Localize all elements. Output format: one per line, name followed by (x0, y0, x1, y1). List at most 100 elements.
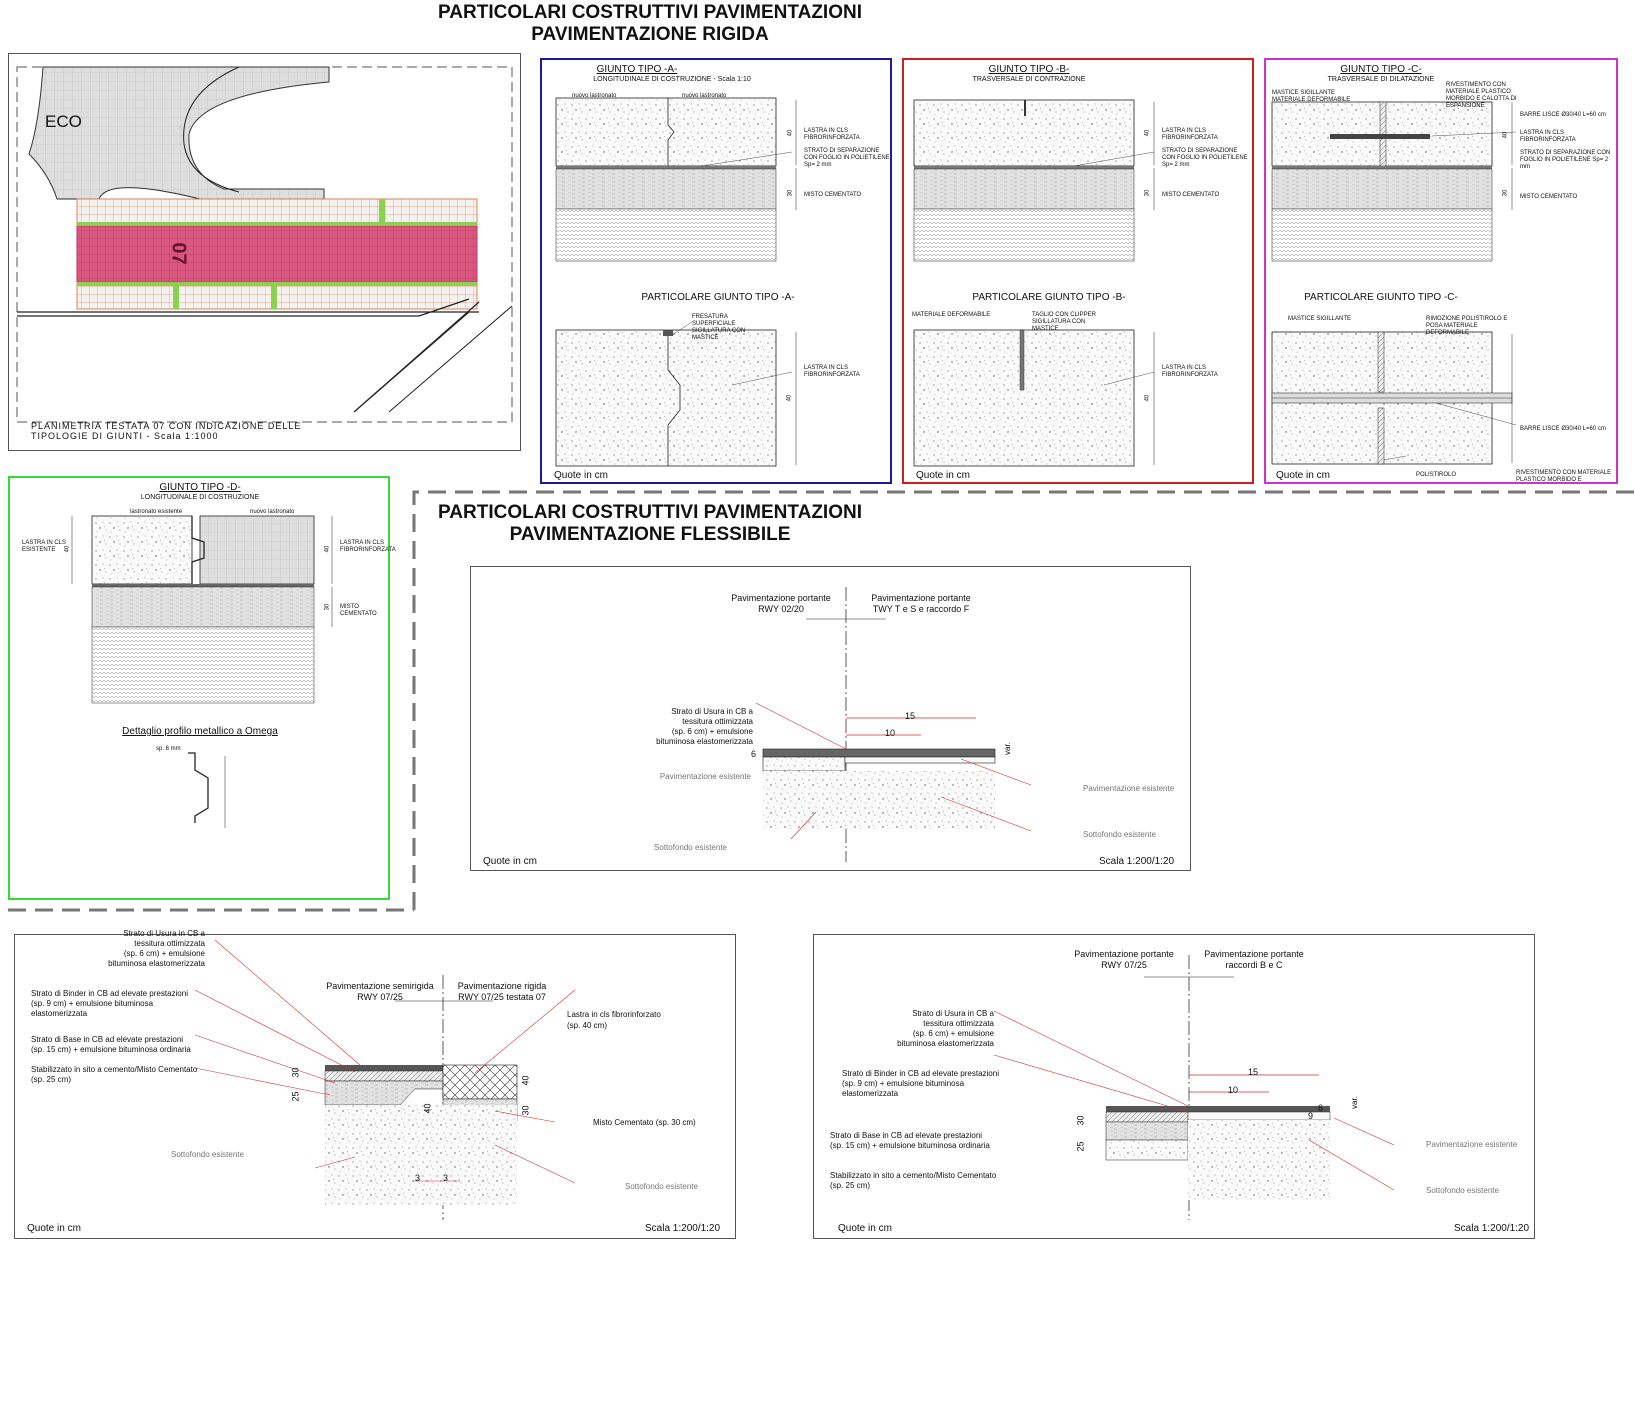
joint-a-subtitle: LONGITUDINALE DI COSTRUZIONE - Scala 1:1… (593, 76, 751, 83)
joint-a-title: GIUNTO TIPO -A- (596, 64, 678, 75)
joint-a-label-misto: MISTO CEMENTATO (804, 192, 862, 198)
joint-d-omega-title: Dettaglio profilo metallico a Omega (122, 726, 278, 737)
flex-main-sottofondo-right: Sottofondo esistente (1083, 830, 1156, 839)
flex-right-left-head: Pavimentazione portante RWY 07/25 (1074, 949, 1174, 970)
joint-c-label-misto: MISTO CEMENTATO (1520, 194, 1578, 200)
flex-left-dim-30b: 30 (520, 1105, 531, 1116)
flex-left-dim-40b: 40 (520, 1075, 531, 1086)
flex-right-base: Strato di Base in CB ad elevate prestazi… (830, 1131, 990, 1150)
joint-d-title: GIUNTO TIPO -D- (159, 482, 241, 493)
joint-b-drawing (913, 99, 1155, 467)
flex-left-sottofondo-right: Sottofondo esistente (625, 1182, 698, 1191)
flex-main-dim-10: 10 (885, 728, 896, 738)
joint-a-quote: Quote in cm (554, 470, 608, 481)
joint-a-detail-label-1: FRESATURA SUPERFICIALE SIGILLATURA CON M… (692, 314, 746, 341)
flex-main-dim-6: 6 (751, 749, 757, 759)
flex-left-sottofondo: Sottofondo esistente (171, 1150, 244, 1159)
joint-a-label-slab: LASTRA IN CLS FIBRORINFORZATA (804, 128, 860, 141)
joint-b-subtitle: TRASVERSALE DI CONTRAZIONE (972, 76, 1086, 83)
flex-right-pav-esist: Pavimentazione esistente (1426, 1140, 1518, 1149)
plan-caption-1: PLANIMETRIA TESTATA 07 CON INDICAZIONE D… (31, 421, 302, 431)
flex-right-quote: Quote in cm (838, 1223, 892, 1234)
flex-left-dim-25: 25 (290, 1091, 301, 1102)
joint-c-label-deform: MATERIALE DEFORMABILE (1272, 97, 1351, 103)
joint-a-dim-30: 30 (787, 189, 794, 197)
flex-left-dim-30: 30 (290, 1067, 301, 1078)
joint-c-detail-label-barre: BARRE LISCE Ø30/40 L=60 cm (1520, 426, 1606, 432)
joint-a-label-sep: STRATO DI SEPARAZIONE CON FOGLIO IN POLI… (804, 148, 890, 168)
joint-a-top-left: nuovo lastronato (572, 93, 617, 99)
joint-b-label-slab: LASTRA IN CLS FIBRORINFORZATA (1162, 128, 1218, 141)
flex-left-dim-40: 40 (422, 1103, 433, 1114)
joint-d-label-right: LASTRA IN CLS FIBRORINFORZATA (340, 540, 396, 553)
joint-a-top-right: nuovo lastronato (682, 93, 727, 99)
joint-b-label-misto: MISTO CEMENTATO (1162, 192, 1220, 198)
flex-left-dim-3a: 3 (415, 1173, 421, 1183)
flex-right-stabil: Stabilizzato in sito a cemento/Misto Cem… (830, 1171, 997, 1190)
flex-right-sottofondo: Sottofondo esistente (1426, 1186, 1499, 1195)
flex-left-frame: Strato di Usura in CB a tessitura ottimi… (14, 929, 736, 1239)
joint-d-dim-30: 30 (324, 603, 331, 611)
rigid-title-line1: PARTICOLARI COSTRUTTIVI PAVIMENTAZIONI (438, 2, 862, 23)
flex-right-dim-10: 10 (1228, 1085, 1239, 1095)
joint-d-top-right: nuovo lastronato (250, 509, 295, 515)
flex-right-scale: Scala 1:200/1:20 (1454, 1223, 1530, 1234)
joint-a-frame: GIUNTO TIPO -A- LONGITUDINALE DI COSTRUZ… (540, 58, 892, 484)
joint-d-label-left: LASTRA IN CLS ESISTENTE (22, 540, 67, 553)
joint-c-drawing (1271, 101, 1517, 465)
flex-main-drawing (755, 587, 1032, 862)
flex-right-dim-var: var. (1349, 1096, 1359, 1109)
flex-right-dim-6: 6 (1318, 1103, 1324, 1113)
plan-caption-2: TIPOLOGIE DI GIUNTI - Scala 1:1000 (31, 431, 219, 441)
flex-right-dim-9: 9 (1308, 1111, 1314, 1121)
joint-c-dim-40: 40 (1502, 131, 1509, 139)
rigid-title-line2: PAVIMENTAZIONE RIGIDA (531, 24, 769, 45)
joint-c-detail-title: PARTICOLARE GIUNTO TIPO -C- (1304, 292, 1458, 303)
flex-main-pav-esist-left: Pavimentazione esistente (659, 772, 751, 781)
flex-left-dim-3b: 3 (443, 1173, 449, 1183)
flex-main-quote: Quote in cm (483, 856, 537, 867)
joint-d-omega-sp: sp. 6 mm (156, 746, 181, 752)
joint-c-detail-label-rivest: RIVESTIMENTO CON MATERIALE PLASTICO MORB… (1516, 470, 1612, 483)
joint-d-drawing (71, 515, 333, 828)
joint-c-label-barre: BARRE LISCE Ø30/40 L=60 cm (1520, 112, 1606, 118)
joint-a-dim-40: 40 (787, 129, 794, 137)
joint-b-dim-30: 30 (1144, 189, 1151, 197)
joint-b-dim-40: 40 (1144, 129, 1151, 137)
flex-left-misto: Misto Cementato (sp. 30 cm) (593, 1118, 696, 1127)
flex-left-base: Strato di Base in CB ad elevate prestazi… (31, 1035, 191, 1054)
joint-b-label-sep: STRATO DI SEPARAZIONE CON FOGLIO IN POLI… (1162, 148, 1248, 168)
joint-b-title: GIUNTO TIPO -B- (988, 64, 1070, 75)
flex-left-drawing (194, 939, 576, 1220)
flex-main-pav-esist-right: Pavimentazione esistente (1083, 784, 1175, 793)
flex-left-usura: Strato di Usura in CB a tessitura ottimi… (108, 929, 205, 968)
joint-c-frame: GIUNTO TIPO -C- TRASVERSALE DI DILATAZIO… (1264, 58, 1618, 484)
flex-right-dim-15: 15 (1248, 1067, 1259, 1077)
joint-c-label-rivest: RIVESTIMENTO CON MATERIALE PLASTICO MORB… (1446, 82, 1517, 109)
plan-view-frame: ECO 07 PLANIMETRIA TESTATA 07 CON INDICA… (8, 53, 521, 451)
joint-d-top-left: lastronato esistente (130, 509, 183, 515)
flex-left-lastra: Lastra in cls fibrorinforzato (sp. 40 cm… (567, 1010, 661, 1030)
joint-b-detail-label-0: MATERIALE DEFORMABILE (912, 312, 991, 318)
plan-drawing (16, 66, 513, 423)
joint-b-detail-label-1: TAGLIO CON CLIPPER SIGILLATURA CON MASTI… (1032, 312, 1096, 332)
flex-main-left-head: Pavimentazione portante RWY 02/20 (731, 593, 831, 614)
flex-main-dim-15: 15 (905, 711, 916, 721)
runway-designator: 07 (167, 242, 190, 265)
joint-a-drawing (555, 97, 797, 467)
joint-c-label-mastice: MASTICE SIGILLANTE (1272, 90, 1336, 96)
flex-main-sottofondo-left: Sottofondo esistente (654, 843, 727, 852)
flex-left-binder: Strato di Binder in CB ad elevate presta… (31, 989, 188, 1018)
flex-right-drawing (993, 955, 1395, 1220)
joint-c-title: GIUNTO TIPO -C- (1340, 64, 1422, 75)
flex-left-left-head: Pavimentazione semirigida RWY 07/25 (326, 981, 434, 1002)
flex-left-right-head: Pavimentazione rigida RWY 07/25 testata … (457, 981, 547, 1002)
joint-b-detail-label-2: LASTRA IN CLS FIBRORINFORZATA (1162, 365, 1218, 378)
flex-right-right-head: Pavimentazione portante raccordi B e C (1204, 949, 1304, 970)
joint-c-subtitle: TRASVERSALE DI DILATAZIONE (1327, 76, 1435, 83)
flex-main-frame: Pavimentazione portante RWY 02/20 Pavime… (470, 566, 1191, 871)
joint-a-detail-title: PARTICOLARE GIUNTO TIPO -A- (641, 292, 795, 303)
flex-main-usura: Strato di Usura in CB a tessitura ottimi… (656, 707, 753, 746)
joint-d-label-misto: MISTO CEMENTATO (340, 604, 377, 617)
flex-left-quote: Quote in cm (27, 1223, 81, 1234)
